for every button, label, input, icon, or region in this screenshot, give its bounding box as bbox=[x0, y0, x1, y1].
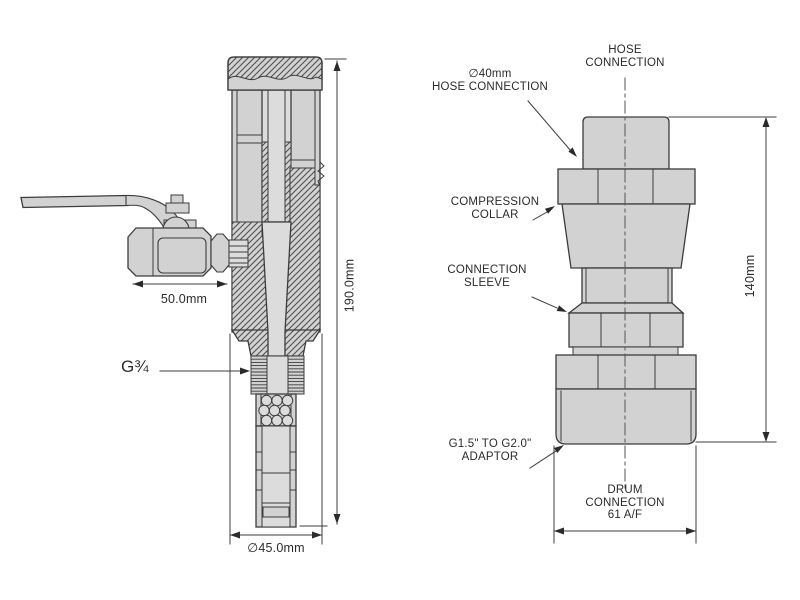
valve-cap bbox=[227, 56, 323, 91]
sleeve-leader-arrow bbox=[531, 296, 567, 312]
nipple-bore bbox=[228, 239, 249, 268]
adaptor-hex bbox=[555, 354, 697, 390]
dim-50mm-label: 50.0mm bbox=[160, 292, 208, 306]
drum-connection-label: DRUM CONNECTION 61 A/F bbox=[585, 484, 665, 521]
g34-leader-arrow bbox=[159, 367, 250, 375]
compression-collar-hex bbox=[557, 168, 696, 205]
ball-valve-assembly bbox=[20, 194, 249, 277]
valve-section-drawing bbox=[20, 56, 347, 545]
compression-collar-label: COMPRESSION COLLAR bbox=[450, 196, 540, 221]
dimension-50mm bbox=[132, 280, 228, 288]
collar-leader-arrow bbox=[532, 206, 555, 221]
dip-tube bbox=[255, 425, 297, 528]
dim-140mm-label: 140mm bbox=[743, 254, 757, 298]
hose-leader-arrow bbox=[527, 100, 577, 157]
drum-thread-cylinder bbox=[555, 388, 697, 445]
hose-connection-cylinder bbox=[582, 116, 670, 170]
compression-cone bbox=[561, 203, 691, 269]
hose-40mm-label: ∅40mm HOSE CONNECTION bbox=[431, 68, 549, 93]
thread-g34-label: G¾ bbox=[121, 357, 149, 376]
stem-bolt bbox=[165, 202, 190, 214]
drum-dimension bbox=[553, 445, 697, 544]
ball-bearings bbox=[255, 393, 297, 427]
connection-sleeve-label: CONNECTION SLEEVE bbox=[447, 264, 527, 289]
valve-nipple bbox=[210, 233, 230, 273]
thread-section bbox=[250, 355, 305, 395]
adaptor-leader-arrow bbox=[529, 445, 564, 469]
adaptor-label: G1.5" TO G2.0" ADAPTOR bbox=[448, 438, 532, 463]
dim-190mm-label: 190.0mm bbox=[342, 258, 357, 313]
dimension-45mm bbox=[229, 333, 323, 545]
dim-45mm-label: ∅45.0mm bbox=[247, 541, 305, 555]
valve-body-section bbox=[230, 89, 325, 357]
dimension-140mm bbox=[668, 116, 777, 443]
ball-valve-handle bbox=[20, 194, 129, 209]
connection-sleeve-cylinder bbox=[567, 267, 685, 314]
hose-connection-label: HOSE CONNECTION bbox=[585, 44, 665, 69]
stem-bolt-top bbox=[170, 194, 184, 204]
drum-adaptor-drawing bbox=[527, 77, 777, 544]
dimension-190mm bbox=[299, 58, 347, 527]
sleeve-hex-nut bbox=[568, 312, 684, 356]
